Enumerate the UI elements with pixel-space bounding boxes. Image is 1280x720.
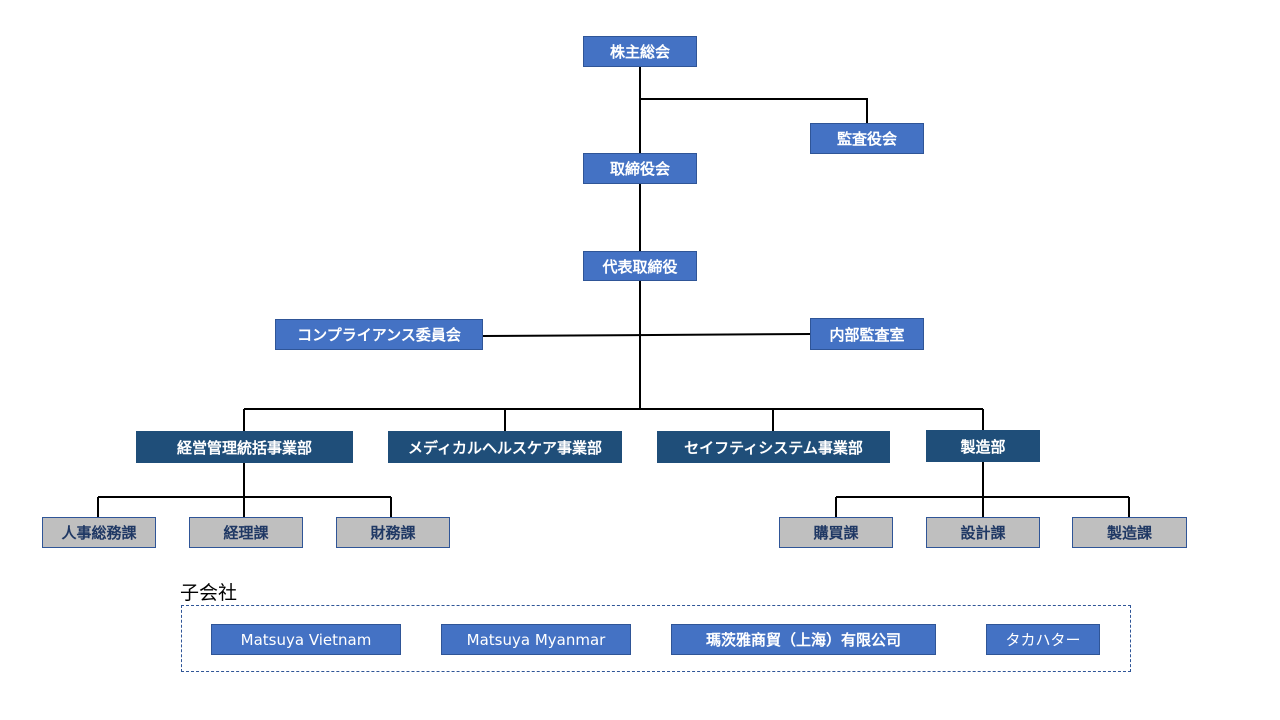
node-ceo: 代表取締役 (583, 251, 697, 281)
node-section-design: 設計課 (926, 517, 1040, 548)
node-section-finance: 財務課 (336, 517, 450, 548)
node-internal-audit: 内部監査室 (810, 318, 924, 350)
node-section-production: 製造課 (1072, 517, 1187, 548)
node-division-medical: メディカルヘルスケア事業部 (388, 431, 622, 463)
subsidiary-item: Matsuya Myanmar (441, 624, 631, 655)
node-section-purchasing: 購買課 (779, 517, 893, 548)
node-compliance: コンプライアンス委員会 (275, 319, 483, 350)
node-division-manufacturing: 製造部 (926, 430, 1040, 462)
subsidiaries-label: 子会社 (180, 582, 238, 604)
node-section-accounting: 経理課 (189, 517, 303, 548)
subsidiary-item: Matsuya Vietnam (211, 624, 401, 655)
subsidiary-item: 瑪茨雅商貿（上海）有限公司 (671, 624, 936, 655)
node-division-safety: セイフティシステム事業部 (657, 431, 890, 463)
subsidiary-item: タカハター (986, 624, 1100, 655)
subsidiaries-frame (181, 605, 1131, 672)
node-division-management: 経営管理統括事業部 (136, 431, 353, 463)
node-shareholders: 株主総会 (583, 36, 697, 67)
node-board: 取締役会 (583, 153, 697, 184)
node-auditors: 監査役会 (810, 123, 924, 154)
node-section-hr: 人事総務課 (42, 517, 156, 548)
